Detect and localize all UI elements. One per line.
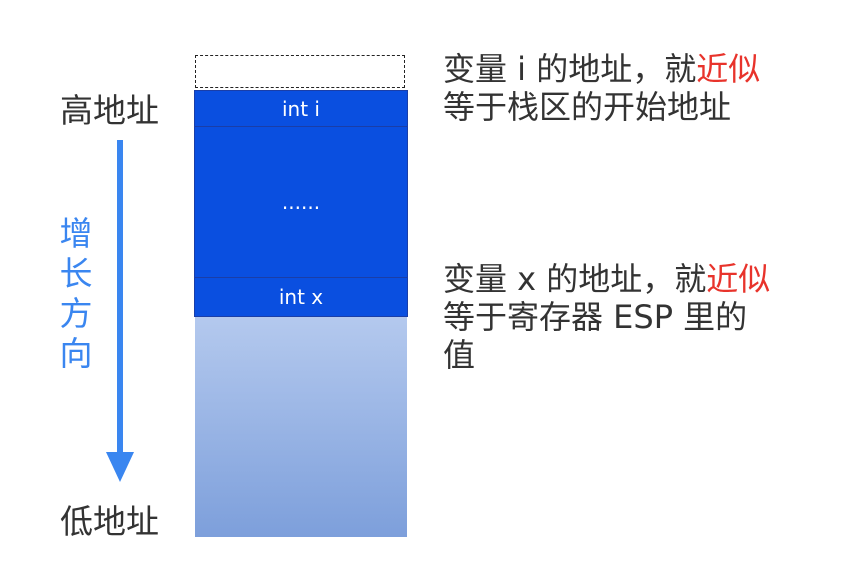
stack-cell-int-i: int i [194,90,408,127]
note-var-x-line1-prefix: 变量 x 的地址，就 [443,260,707,298]
down-arrow-icon [106,140,134,482]
high-address-label: 高地址 [60,91,159,130]
low-address-label: 低地址 [60,502,159,541]
note-var-x-line3: 值 [443,336,476,374]
note-var-i-line1: 变量 i 的地址，就近似 [443,50,760,88]
stack-cell-ellipsis: ...... [194,126,408,278]
note-var-i-highlight: 近似 [696,50,761,88]
note-var-i-line1-prefix: 变量 i 的地址，就 [443,50,697,88]
note-var-x-line1: 变量 x 的地址，就近似 [443,260,770,298]
note-var-x-line2: 等于寄存器 ESP 里的 [443,298,748,336]
stack-cell-int-x: int x [194,277,408,317]
stack-free-region [195,317,407,537]
note-var-x: 变量 x 的地址，就近似 等于寄存器 ESP 里的 值 [443,260,770,374]
note-var-x-highlight: 近似 [706,260,771,298]
stack-top-placeholder [195,55,405,88]
note-var-i-line2: 等于栈区的开始地址 [443,88,732,126]
note-var-i: 变量 i 的地址，就近似 等于栈区的开始地址 [443,50,760,126]
growth-direction-label: 增长方向 [59,214,93,373]
